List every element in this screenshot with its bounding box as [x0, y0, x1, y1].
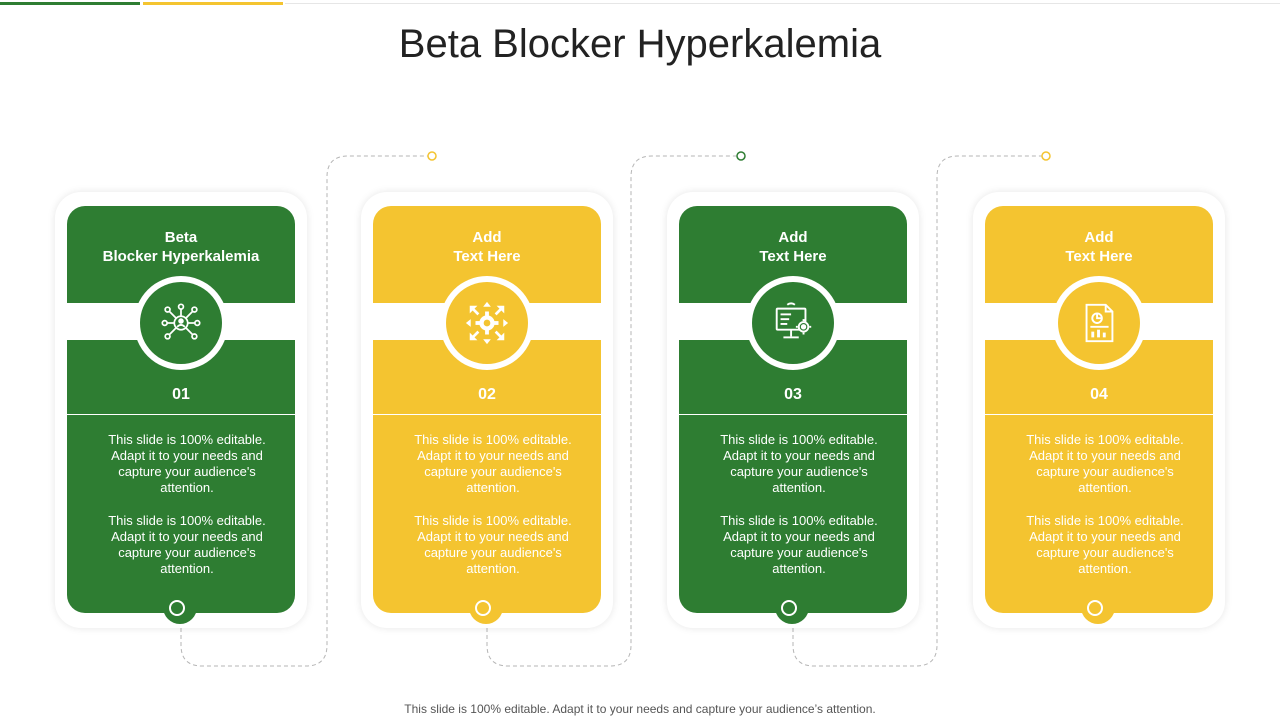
card-description: This slide is 100% editable. Adapt it to… — [720, 432, 878, 576]
slide-title: Beta Blocker Hyperkalemia — [398, 22, 882, 66]
step-card-4: Add Text Here 04 This slide is 100% edit… — [973, 192, 1225, 628]
card-title: Add Text Here — [453, 229, 521, 265]
card-title: Add Text Here — [759, 229, 827, 265]
top-accent-yellow — [143, 2, 283, 5]
connector-node — [169, 600, 185, 616]
card-number: 03 — [784, 386, 802, 403]
step-card-body: Add Text Here 02 This slide is 10 — [373, 206, 601, 624]
step-card-body: Add Text Here 04 This slide is 100% edit… — [985, 206, 1213, 624]
top-accent-green — [0, 2, 140, 5]
connector-node — [1087, 600, 1103, 616]
card-number: 04 — [1090, 386, 1108, 403]
step-card-2: Add Text Here 02 This slide is 10 — [361, 192, 613, 628]
gear-arrows-icon — [446, 282, 528, 364]
step-card-body: Beta Blocker Hyperkalemia 01 This — [67, 206, 295, 624]
card-description: This slide is 100% editable. Adapt it to… — [1026, 432, 1184, 576]
connector-node — [781, 600, 797, 616]
top-rule — [285, 3, 1280, 4]
connector-dot-3 — [1041, 151, 1051, 161]
monitor-gear-icon — [752, 282, 834, 364]
card-title: Add Text Here — [1065, 229, 1133, 265]
card-description: This slide is 100% editable. Adapt it to… — [414, 432, 572, 576]
connector-dot-1 — [427, 151, 437, 161]
card-title: Beta Blocker Hyperkalemia — [102, 229, 260, 265]
step-card-3: Add Text Here 03 This slide is 10 — [667, 192, 919, 628]
slide-footer: This slide is 100% editable. Adapt it to… — [404, 702, 876, 716]
report-document-icon — [1058, 282, 1140, 364]
iot-network-icon — [140, 282, 222, 364]
connector-dot-2 — [736, 151, 746, 161]
card-number: 01 — [172, 386, 190, 403]
step-card-1: Beta Blocker Hyperkalemia 01 This — [55, 192, 307, 628]
card-number: 02 — [478, 386, 496, 403]
step-card-body: Add Text Here 03 This slide is 10 — [679, 206, 907, 624]
connector-node — [475, 600, 491, 616]
card-description: This slide is 100% editable. Adapt it to… — [108, 432, 266, 576]
